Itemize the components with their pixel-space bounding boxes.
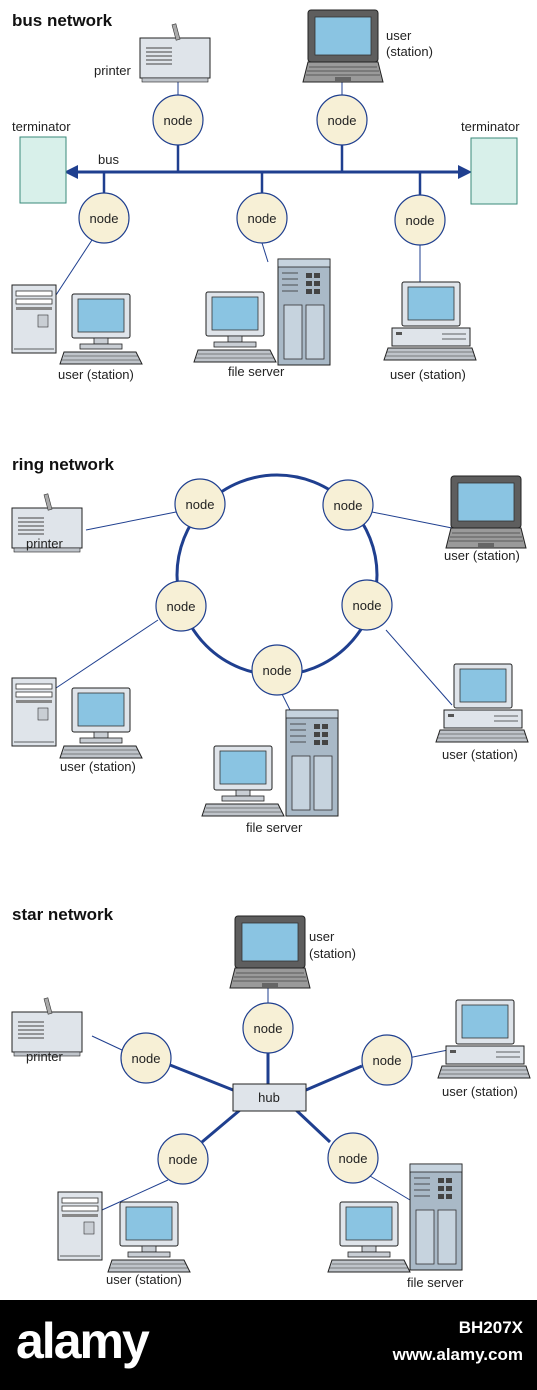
svg-text:node: node	[90, 211, 119, 226]
svg-text:node: node	[132, 1051, 161, 1066]
node: node	[316, 94, 368, 146]
node: node	[157, 1133, 209, 1185]
terminator-left	[19, 136, 67, 204]
printer-icon	[139, 23, 211, 83]
node: node	[327, 1132, 379, 1184]
bus-network: bus network bus terminator terminator	[11, 9, 520, 382]
star-network-title: star network	[12, 905, 114, 924]
bus-file-server-label: file server	[228, 364, 285, 379]
ring-file-server-label: file server	[246, 820, 303, 835]
svg-text:node: node	[406, 213, 435, 228]
star-user-left-label: user (station)	[106, 1272, 182, 1287]
star-network: star network hub user (station) printer	[11, 905, 531, 1290]
bus-user-top-label-2: (station)	[386, 44, 433, 59]
terminator-left-label: terminator	[12, 119, 71, 134]
tower-pc-icon	[57, 1191, 103, 1261]
image-id: BH207X	[458, 1318, 523, 1337]
star-printer-label: printer	[26, 1049, 64, 1064]
svg-text:node: node	[263, 663, 292, 678]
file-server-icon	[409, 1163, 463, 1271]
node: node	[394, 194, 446, 246]
star-user-top-label-2: (station)	[309, 946, 356, 961]
node: node	[120, 1032, 172, 1084]
svg-text:node: node	[167, 599, 196, 614]
node: node	[152, 94, 204, 146]
tower-pc-icon	[11, 677, 57, 747]
bus-user-left-label: user (station)	[58, 367, 134, 382]
svg-text:node: node	[186, 497, 215, 512]
ring-user-right-label: user (station)	[442, 747, 518, 762]
svg-text:node: node	[164, 113, 193, 128]
svg-text:hub: hub	[258, 1090, 280, 1105]
node: node	[155, 580, 207, 632]
bus-user-top-label-1: user	[386, 28, 412, 43]
terminator-right	[470, 137, 518, 205]
laptop-icon	[229, 915, 311, 989]
site-url: www.alamy.com	[392, 1345, 523, 1364]
desktop-computer-icon	[193, 291, 277, 363]
bus-network-title: bus network	[12, 11, 113, 30]
svg-text:node: node	[328, 113, 357, 128]
ring-network: ring network printer user (station) user…	[11, 455, 529, 835]
node: node	[78, 192, 130, 244]
file-server-icon	[285, 709, 339, 817]
desktop-computer-icon	[201, 745, 285, 817]
alamy-logo: alamy	[16, 1313, 150, 1369]
terminator-right-label: terminator	[461, 119, 520, 134]
desktop-computer-icon	[437, 999, 531, 1079]
svg-text:node: node	[373, 1053, 402, 1068]
bus-arrow-right	[458, 165, 472, 179]
svg-text:node: node	[254, 1021, 283, 1036]
file-server-icon	[277, 258, 331, 366]
star-user-top-label-1: user	[309, 929, 335, 944]
svg-text:node: node	[169, 1152, 198, 1167]
ring-user-top-right-label: user (station)	[444, 548, 520, 563]
bus-printer-label: printer	[94, 63, 132, 78]
ring-printer-label: printer	[26, 536, 64, 551]
desktop-computer-icon	[327, 1201, 411, 1273]
node: node	[174, 478, 226, 530]
node: node	[361, 1034, 413, 1086]
desktop-computer-icon	[59, 293, 143, 365]
star-file-server-label: file server	[407, 1275, 464, 1290]
svg-text:node: node	[334, 498, 363, 513]
bus-arrow-left	[64, 165, 78, 179]
desktop-computer-icon	[59, 687, 143, 759]
node: node	[242, 1002, 294, 1054]
bus-label: bus	[98, 152, 119, 167]
bus-user-right-label: user (station)	[390, 367, 466, 382]
watermark-footer: alamy BH207X www.alamy.com	[0, 1300, 537, 1390]
node: node	[236, 192, 288, 244]
node: node	[341, 579, 393, 631]
printer-icon	[11, 997, 83, 1057]
node: node	[322, 479, 374, 531]
star-user-right-label: user (station)	[442, 1084, 518, 1099]
node: node	[251, 644, 303, 696]
svg-text:node: node	[353, 598, 382, 613]
svg-text:node: node	[339, 1151, 368, 1166]
laptop-icon	[445, 475, 527, 549]
network-topologies-diagram: bus network bus terminator terminator	[11, 9, 531, 1290]
ring-network-title: ring network	[12, 455, 115, 474]
hub: hub	[232, 1083, 307, 1112]
desktop-computer-icon	[383, 281, 477, 361]
ring-user-left-label: user (station)	[60, 759, 136, 774]
desktop-computer-icon	[107, 1201, 191, 1273]
laptop-icon	[302, 9, 384, 83]
tower-pc-icon	[11, 284, 57, 354]
svg-text:node: node	[248, 211, 277, 226]
